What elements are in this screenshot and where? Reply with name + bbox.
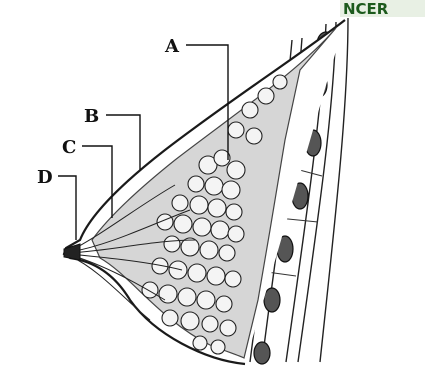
label-c: C [62,137,76,158]
watermark-text: NCER [343,0,389,18]
nipple [64,244,80,260]
label-d: D [37,167,53,188]
label-b: B [84,106,99,127]
label-a: A [164,36,180,57]
